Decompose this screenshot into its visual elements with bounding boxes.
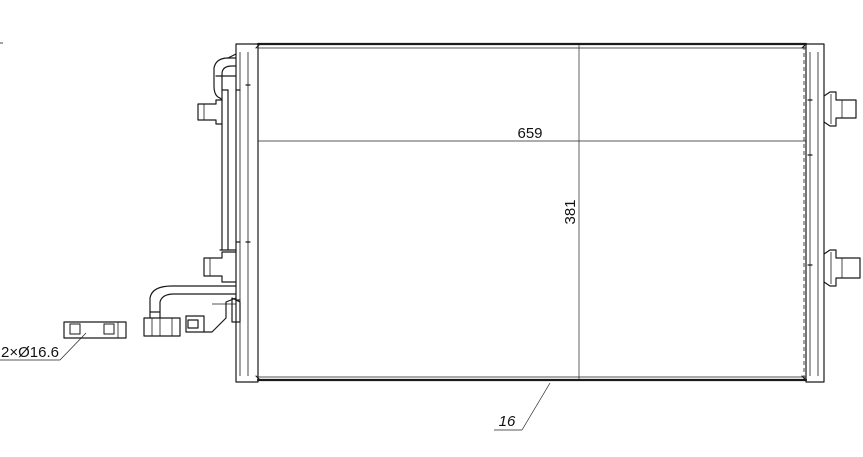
left-header-tank [219,43,259,383]
dimension-lines [258,44,806,431]
right-header-tank [805,43,825,383]
condenser-core [255,42,808,382]
left-top-pipe [213,53,237,101]
right-upper-fitting [823,91,857,127]
height-dimension-label: 381 [562,199,579,224]
right-lower-fitting [823,249,861,287]
width-dimension-label: 659 [517,125,542,142]
core-depth-label: 16 [499,413,516,430]
left-upper-fitting [197,99,223,125]
left-middle-fitting [203,251,237,283]
fitting-leader [0,332,87,361]
fitting-diameter-label: 2×Ø16.6 [1,344,59,361]
drier-bracket-assembly [143,285,241,337]
section-detail [63,321,127,339]
